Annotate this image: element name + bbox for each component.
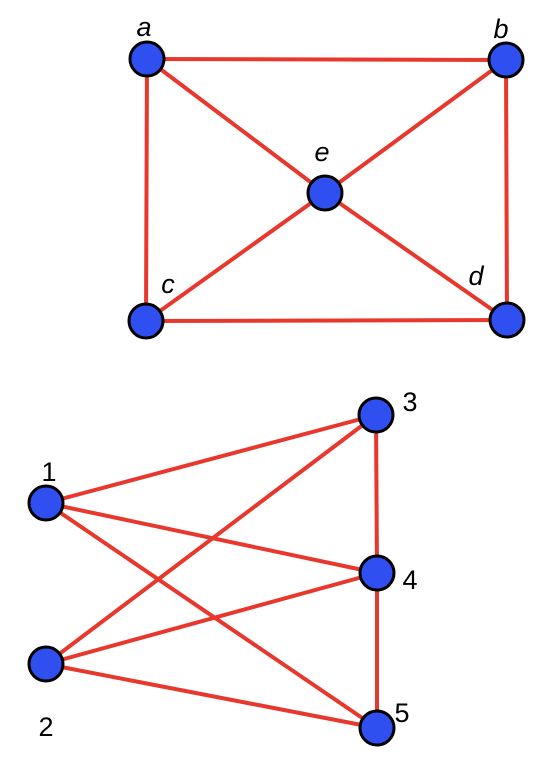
node-2 — [27, 645, 65, 683]
node-a — [128, 40, 166, 78]
node-b — [487, 41, 525, 79]
node-5 — [358, 709, 396, 747]
node-label-1: 1 — [41, 457, 56, 487]
node-3 — [357, 396, 395, 434]
node-label-d: d — [468, 261, 484, 291]
node-label-e: e — [314, 137, 329, 167]
edge-1-3 — [44, 413, 378, 505]
node-label-b: b — [493, 14, 508, 44]
nodes-layer — [27, 40, 526, 747]
edge-1-5 — [44, 501, 379, 730]
labels-layer: a b c d e 1 2 3 4 5 — [38, 12, 508, 742]
edge-c-d — [144, 318, 509, 323]
edge-e-d — [323, 191, 509, 322]
node-d — [488, 301, 526, 339]
node-e — [306, 174, 344, 212]
node-1 — [27, 484, 65, 522]
edge-3-4 — [374, 413, 379, 575]
edge-2-4 — [44, 571, 379, 666]
edge-2-5 — [44, 662, 379, 730]
edges-layer — [44, 57, 509, 730]
edge-2-3 — [44, 413, 378, 666]
node-c — [127, 302, 165, 340]
node-label-5: 5 — [394, 698, 409, 728]
node-label-3: 3 — [402, 387, 417, 417]
node-label-2: 2 — [38, 712, 53, 742]
edge-b-e — [323, 58, 508, 195]
node-label-4: 4 — [402, 565, 417, 595]
node-4 — [358, 554, 396, 592]
node-label-a: a — [136, 12, 151, 42]
edge-a-b — [145, 57, 508, 62]
edge-a-e — [145, 57, 327, 195]
edge-c-e — [144, 191, 327, 323]
edge-b-d — [504, 58, 509, 322]
node-label-c: c — [161, 269, 175, 299]
edge-a-c — [144, 57, 149, 323]
